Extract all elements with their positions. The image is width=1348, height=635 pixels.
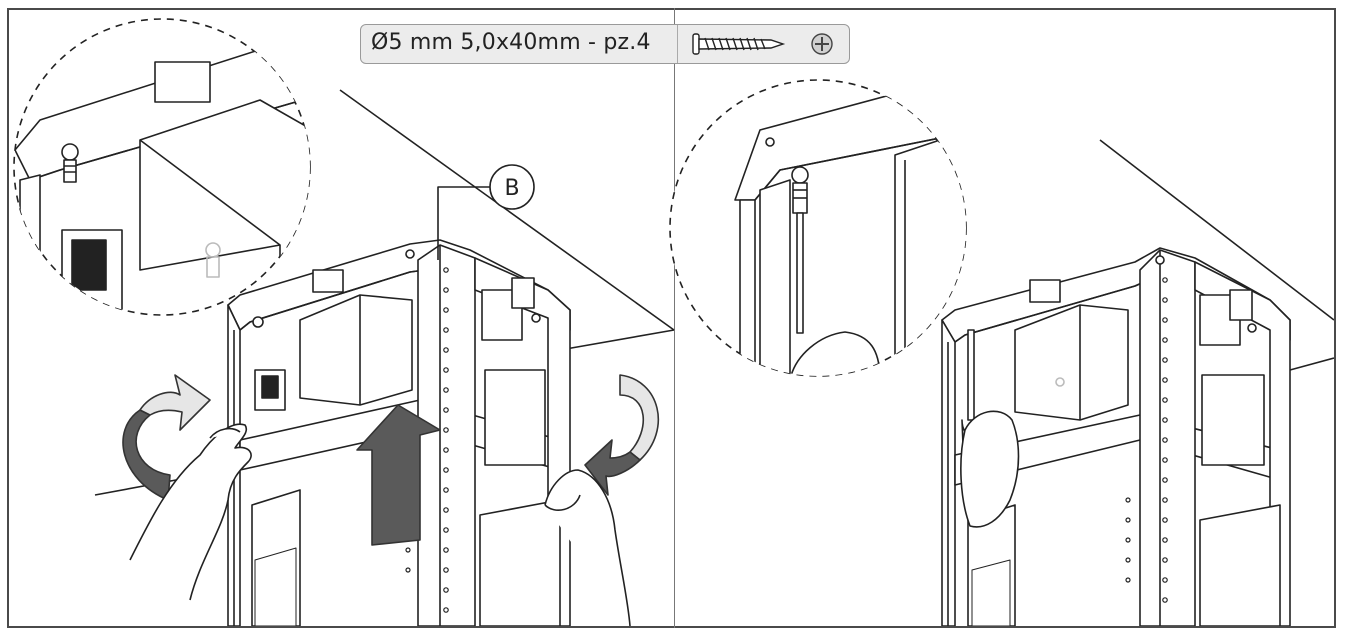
- phillips-head-icon: [811, 33, 833, 55]
- right-detail-zoom: [669, 79, 967, 377]
- hand-right-icon: [544, 469, 631, 626]
- right-cabinet: [941, 247, 1291, 626]
- screwdriver-detail-icon: [791, 166, 809, 334]
- screw-ghost-icon: [205, 242, 221, 278]
- hand-screwdriver-icon: [960, 410, 1020, 528]
- left-cabinet: [227, 239, 571, 626]
- screw-icons: [692, 33, 833, 55]
- callout-b-label: B: [504, 176, 519, 201]
- label-separator: [677, 25, 678, 63]
- post-holes-right: [1125, 277, 1168, 603]
- hand-left-icon: [129, 423, 252, 601]
- rotate-right-arrow-icon: [584, 374, 660, 496]
- up-arrow-icon: [356, 404, 441, 546]
- left-detail-zoom: [13, 18, 311, 316]
- right-wall-lines: [1099, 139, 1334, 371]
- screw-spec-text: Ø5 mm 5,0x40mm - pz.4: [371, 30, 651, 55]
- rotate-left-arrow-icon: [122, 374, 211, 501]
- screw-spec-label: Ø5 mm 5,0x40mm - pz.4: [360, 24, 850, 64]
- panel-divider: [674, 8, 675, 628]
- hand-detail-icon: [789, 331, 881, 376]
- callout-b: B: [437, 164, 535, 260]
- wood-screw-icon: [692, 33, 786, 55]
- screw-detail-icon: [61, 143, 79, 183]
